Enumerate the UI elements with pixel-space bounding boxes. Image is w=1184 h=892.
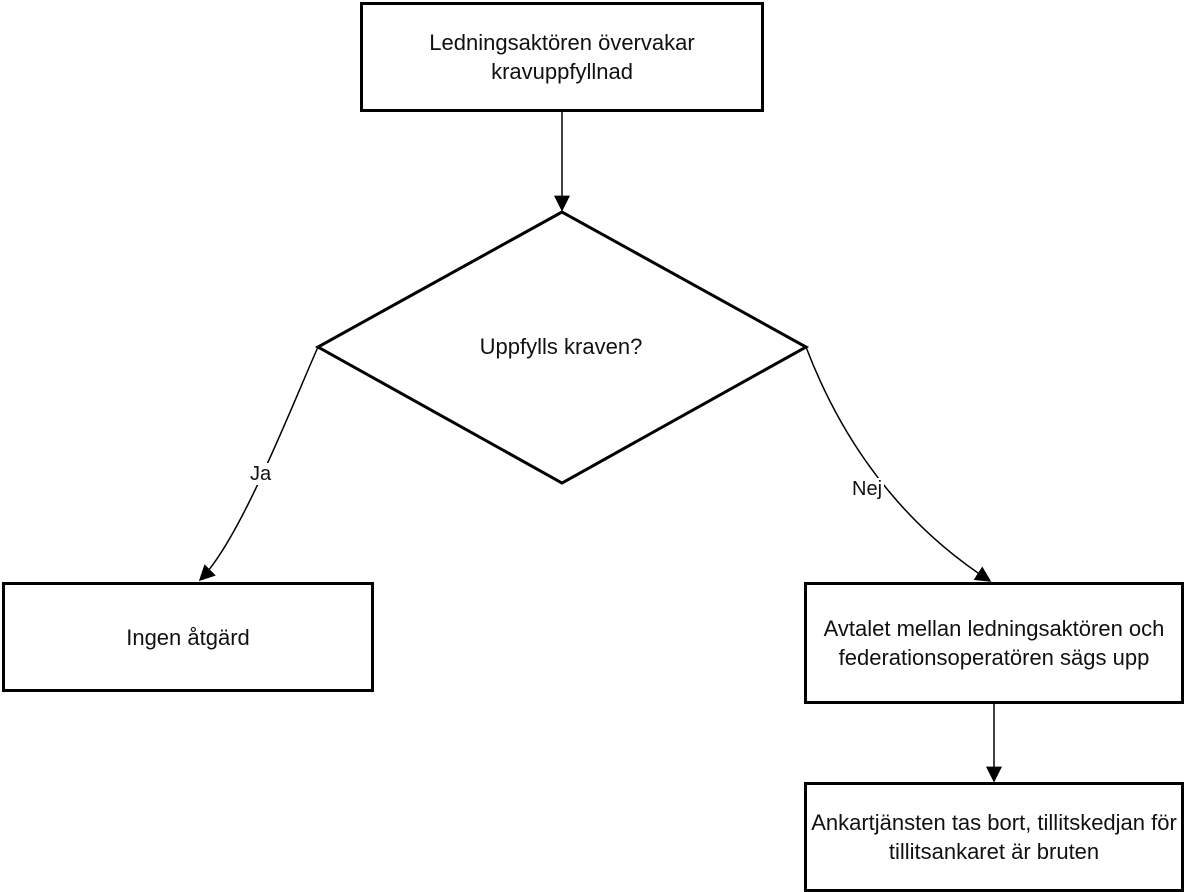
edge-yes-label: Ja (248, 463, 274, 485)
edge-no-label: Nej (850, 478, 885, 500)
terminate-node-text: Avtalet mellan ledningsaktören och feder… (823, 616, 1165, 670)
terminate-node: Avtalet mellan ledningsaktören och feder… (804, 582, 1184, 704)
removed-node: Ankartjänsten tas bort, tillitskedjan fö… (804, 782, 1184, 892)
no-action-node-text: Ingen åtgärd (126, 624, 250, 650)
decision-diamond (314, 210, 810, 485)
no-action-node: Ingen åtgärd (2, 582, 374, 692)
removed-node-text: Ankartjänsten tas bort, tillitskedjan fö… (811, 810, 1177, 864)
monitor-node: Ledningsaktören övervakar kravuppfyllnad (360, 2, 764, 112)
edge-no (805, 346, 992, 582)
decision-node-text: Uppfylls kraven? (479, 334, 643, 359)
monitor-node-text: Ledningsaktören övervakar kravuppfyllnad (429, 30, 695, 84)
